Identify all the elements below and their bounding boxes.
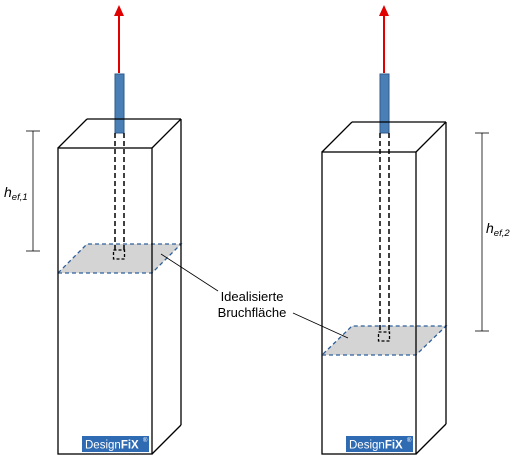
svg-text:®: ® [143,437,148,444]
right-embedment-label: hef,2 [486,220,510,239]
left-pullout-arrowhead-icon [114,5,124,16]
callout-leader-right [292,312,349,339]
callout-leader-left [160,253,219,292]
svg-text:®: ® [407,437,412,444]
left-embedment-dimension [26,130,40,252]
right-anchor-head [377,331,391,342]
left-anchor-head [112,249,126,260]
right-anchor-group: hef,2 DesignFiX ® [320,5,510,455]
left-embedded-anchor [114,133,125,250]
left-anchor-rod [114,73,125,134]
callout-label-line1: Idealisierte [221,289,284,304]
svg-text:DesignFiX: DesignFiX [85,440,139,452]
left-anchor-group: hef,1 DesignFiX ® [4,5,183,455]
left-concrete-block [57,118,182,455]
right-pullout-arrowhead-icon [379,5,389,16]
svg-text:DesignFiX: DesignFiX [349,440,403,452]
right-anchor-rod [379,73,390,134]
right-designfix-logo: DesignFiX ® [346,436,413,452]
left-designfix-logo: DesignFiX ® [82,436,149,452]
fracture-surface-callout: Idealisierte Bruchfläche [160,253,349,339]
right-embedded-anchor [379,133,390,332]
left-embedment-label: hef,1 [4,184,28,203]
right-concrete-block [321,121,447,455]
callout-label-line2: Bruchfläche [218,305,287,320]
right-embedment-dimension [475,132,489,332]
